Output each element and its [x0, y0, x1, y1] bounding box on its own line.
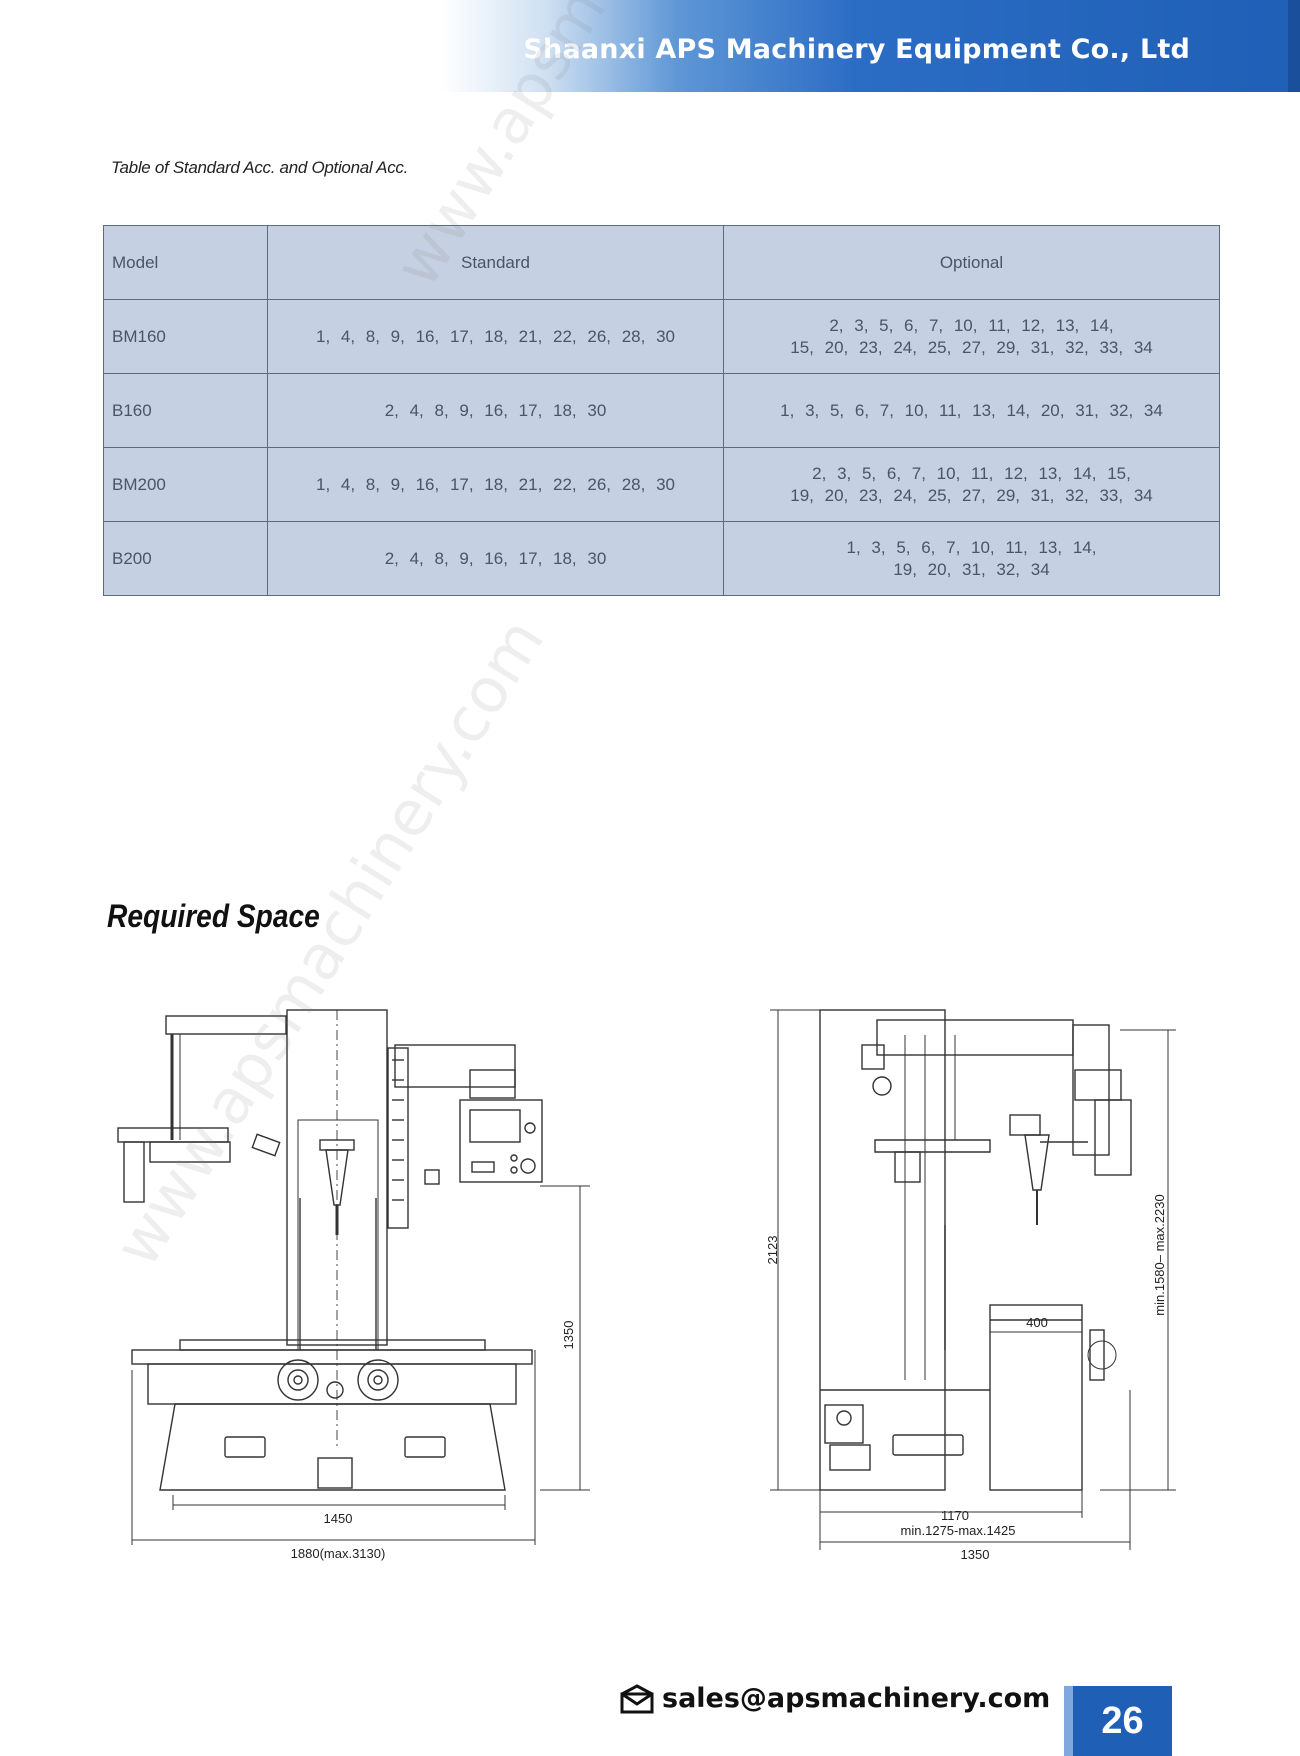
front-view	[117, 1009, 590, 1545]
row-model: BM160	[103, 299, 268, 374]
row-model: BM200	[103, 447, 268, 522]
optional-line: 19, 20, 31, 32, 34	[893, 559, 1050, 579]
table-header-row: Model Standard Optional	[103, 225, 1220, 300]
dim-front-total: 1880(max.3130)	[291, 1546, 386, 1561]
company-name: Shaanxi APS Machinery Equipment Co., Ltd	[523, 34, 1190, 65]
table-row: B200 2, 4, 8, 9, 16, 17, 18, 30 1, 3, 5,…	[103, 521, 1220, 596]
row-optional: 2, 3, 5, 6, 7, 10, 11, 12, 13, 14,15, 20…	[723, 299, 1220, 374]
section-title: Required Space	[107, 898, 320, 934]
header-strip	[1288, 0, 1300, 92]
dim-side-height-range: min.1580– max.2230	[1152, 1194, 1167, 1315]
dim-side-400: 400	[1026, 1315, 1048, 1330]
row-optional: 1, 3, 5, 6, 7, 10, 11, 13, 14, 20, 31, 3…	[723, 373, 1220, 448]
side-view	[770, 1009, 1176, 1550]
machine-drawing: 1450 1880(max.3130) 1350	[117, 1009, 1176, 1562]
header-model: Model	[103, 225, 268, 300]
row-standard: 2, 4, 8, 9, 16, 17, 18, 30	[267, 521, 724, 596]
header-band	[0, 0, 1300, 92]
envelope-icon	[620, 1683, 654, 1713]
accessories-table: Model Standard Optional BM160 1, 4, 8, 9…	[103, 225, 1220, 596]
row-standard: 2, 4, 8, 9, 16, 17, 18, 30	[267, 373, 724, 448]
page-number: 26	[1064, 1686, 1172, 1756]
table-row: BM160 1, 4, 8, 9, 16, 17, 18, 21, 22, 26…	[103, 299, 1220, 374]
dim-front-width: 1450	[324, 1511, 353, 1526]
email-text[interactable]: sales@apsmachinery.com	[662, 1683, 1051, 1714]
footer-email: sales@apsmachinery.com	[620, 1683, 1050, 1714]
optional-line: 19, 20, 23, 24, 25, 27, 29, 31, 32, 33, …	[790, 485, 1153, 505]
table-caption: Table of Standard Acc. and Optional Acc.	[111, 158, 409, 177]
dim-front-height: 1350	[561, 1321, 576, 1350]
row-optional: 1, 3, 5, 6, 7, 10, 11, 13, 14,19, 20, 31…	[723, 521, 1220, 596]
row-standard: 1, 4, 8, 9, 16, 17, 18, 21, 22, 26, 28, …	[267, 299, 724, 374]
optional-line: 2, 3, 5, 6, 7, 10, 11, 12, 13, 14, 15,	[812, 463, 1131, 483]
table-row: B160 2, 4, 8, 9, 16, 17, 18, 30 1, 3, 5,…	[103, 373, 1220, 448]
header-standard: Standard	[267, 225, 724, 300]
dim-side-1350: 1350	[961, 1547, 990, 1562]
dim-side-1170: 1170	[941, 1508, 969, 1523]
row-optional: 2, 3, 5, 6, 7, 10, 11, 12, 13, 14, 15,19…	[723, 447, 1220, 522]
dim-side-height: 2123	[765, 1236, 780, 1265]
row-standard: 1, 4, 8, 9, 16, 17, 18, 21, 22, 26, 28, …	[267, 447, 724, 522]
table-row: BM200 1, 4, 8, 9, 16, 17, 18, 21, 22, 26…	[103, 447, 1220, 522]
row-model: B200	[103, 521, 268, 596]
dim-side-range: min.1275-max.1425	[901, 1523, 1016, 1538]
optional-line: 15, 20, 23, 24, 25, 27, 29, 31, 32, 33, …	[790, 337, 1153, 357]
optional-line: 1, 3, 5, 6, 7, 10, 11, 13, 14, 20, 31, 3…	[780, 400, 1163, 420]
optional-line: 1, 3, 5, 6, 7, 10, 11, 13, 14,	[846, 537, 1097, 557]
optional-line: 2, 3, 5, 6, 7, 10, 11, 12, 13, 14,	[829, 315, 1114, 335]
header-optional: Optional	[723, 225, 1220, 300]
row-model: B160	[103, 373, 268, 448]
